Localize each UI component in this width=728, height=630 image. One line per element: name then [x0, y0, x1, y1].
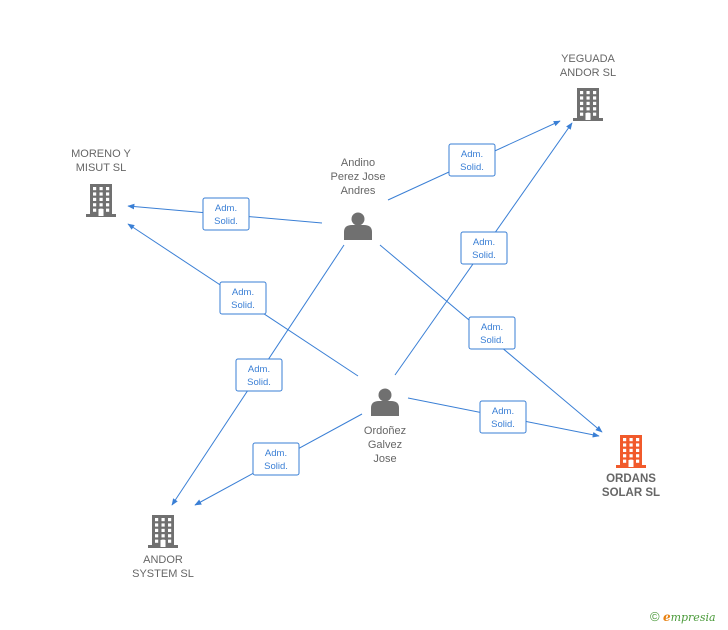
edge-label-text: Solid. [472, 250, 496, 261]
node-label[interactable]: SOLAR SL [602, 487, 660, 499]
building-icon[interactable] [616, 435, 646, 468]
edge-label-text: Solid. [480, 335, 504, 346]
node-label[interactable]: Jose [373, 453, 396, 465]
node-label[interactable]: Andres [341, 185, 376, 197]
edge-label-text: Adm. [473, 237, 495, 248]
edge-ordonez-to-yeguada: Adm. Solid. [394, 122, 573, 376]
edge-andino-to-moreno: Adm. Solid. [127, 197, 323, 231]
edge-andino-to-ordans: Adm. Solid. [379, 244, 603, 433]
nodes-layer: YEGUADA ANDOR SL MORENO Y MISUT SL AndinoPer… [71, 53, 660, 580]
edge-label-text: Solid. [460, 162, 484, 173]
edge-label-box[interactable] [448, 143, 496, 177]
person-icon[interactable] [344, 212, 372, 241]
building-icon[interactable] [148, 515, 178, 548]
edge-ordonez-to-andor: Adm. Solid. [194, 413, 363, 506]
node-ordans[interactable]: ORDANS SOLAR SL [602, 435, 660, 499]
edge-label-box[interactable] [219, 281, 267, 315]
edge-label-box[interactable] [460, 231, 508, 265]
node-moreno[interactable]: MORENO Y MISUT SL [71, 148, 132, 217]
edge-label-text: Adm. [232, 287, 254, 298]
edge-ordonez-to-ordans: Adm. Solid. [407, 397, 600, 438]
edge-label-box[interactable] [202, 197, 250, 231]
edge-label-text: Adm. [461, 149, 483, 160]
node-label[interactable]: Andino [341, 157, 375, 169]
node-label[interactable]: MORENO Y [71, 148, 131, 160]
node-label[interactable]: ANDOR SL [560, 67, 616, 79]
person-icon[interactable] [371, 388, 399, 417]
edge-label-text: Adm. [215, 203, 237, 214]
edge-andino-to-yeguada: Adm. Solid. [387, 120, 561, 201]
node-label[interactable]: ORDANS [606, 473, 656, 485]
edge-label-box[interactable] [252, 442, 300, 476]
edge-label-text: Adm. [492, 406, 514, 417]
edge-label-box[interactable] [235, 358, 283, 392]
edge-label-text: Solid. [491, 419, 515, 430]
node-label[interactable]: MISUT SL [76, 162, 127, 174]
edge-label-box[interactable] [479, 400, 527, 434]
empresia-logo[interactable]: © empresia [650, 609, 716, 624]
logo-e-letter: e [662, 610, 671, 624]
edge-label-text: Adm. [265, 448, 287, 459]
logo-wordmark: mpresia [670, 611, 716, 624]
edge-label-text: Solid. [231, 300, 255, 311]
edge-label-text: Adm. [481, 322, 503, 333]
copyright-symbol: © [650, 609, 660, 624]
node-label[interactable]: ANDOR [143, 554, 183, 566]
building-icon[interactable] [86, 184, 116, 217]
node-label[interactable]: SYSTEM SL [132, 568, 194, 580]
edge-label-text: Solid. [247, 377, 271, 388]
edge-label-box[interactable] [468, 316, 516, 350]
building-icon[interactable] [573, 88, 603, 121]
edge-label-text: Adm. [248, 364, 270, 375]
edge-andino-to-andor: Adm. Solid. [171, 244, 345, 506]
edge-label-text: Solid. [214, 216, 238, 227]
edge-ordonez-to-moreno: Adm. Solid. [127, 223, 359, 377]
node-label[interactable]: YEGUADA [561, 53, 615, 65]
node-label[interactable]: Perez Jose [330, 171, 385, 183]
edges-layer: Adm. Solid. Adm. Solid. Adm. Solid. Adm. Solid.… [127, 120, 603, 506]
node-andor[interactable]: ANDOR SYSTEM SL [132, 515, 194, 580]
node-yeguada[interactable]: YEGUADA ANDOR SL [560, 53, 616, 121]
edge-label-text: Solid. [264, 461, 288, 472]
node-label[interactable]: Ordoñez [364, 425, 406, 437]
node-label[interactable]: Galvez [368, 439, 402, 451]
